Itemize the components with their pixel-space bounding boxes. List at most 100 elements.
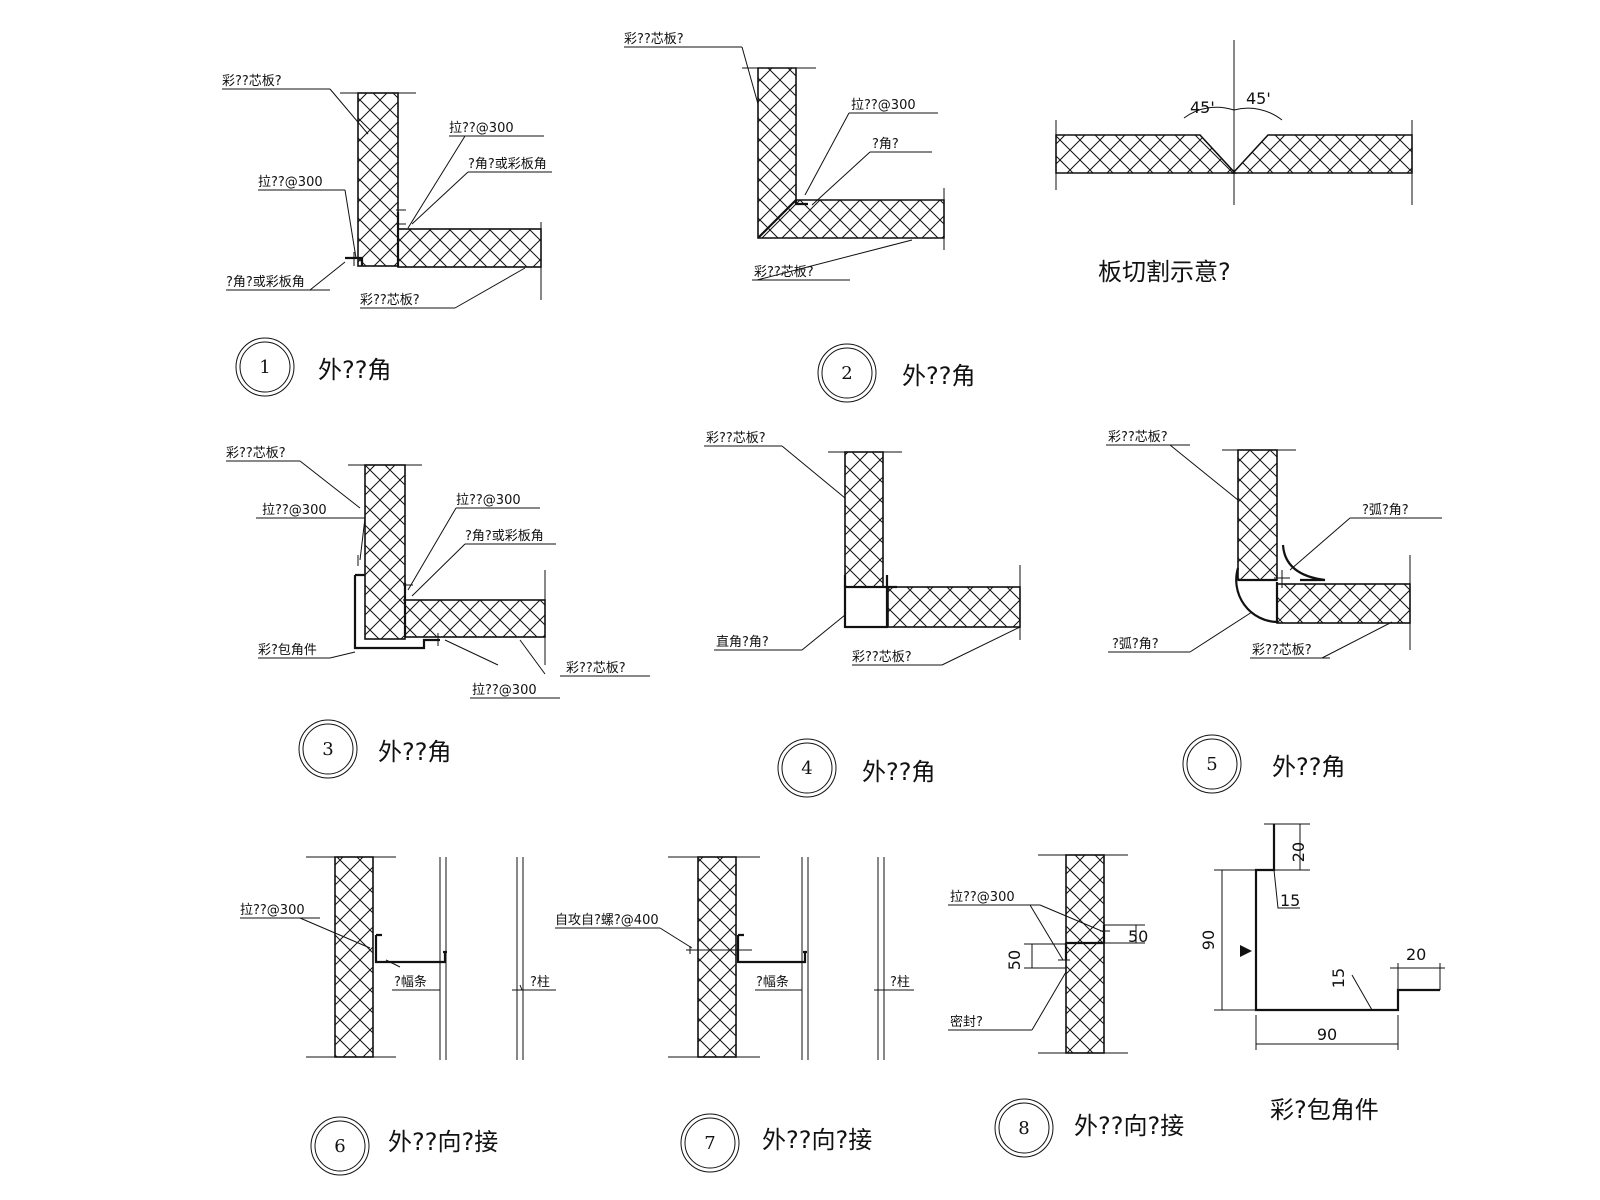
joint-flashing: [1064, 925, 1106, 960]
board-cut-diagram: 45' 45' 板切割示意?: [1055, 40, 1413, 286]
leaders: [781, 445, 1021, 666]
detail-7: 自攻自?螺?@400 ?幅条 ?柱 7 外??向?接: [555, 856, 914, 1173]
detail-number: 5: [1206, 754, 1217, 775]
label-color-steel-core-board: 彩??芯板?: [852, 650, 912, 665]
break-lines: [348, 464, 546, 665]
label-tie-bolt: 拉??@300: [240, 903, 305, 918]
detail-number: 1: [259, 357, 270, 378]
vertical-sandwich-panel: [844, 451, 884, 588]
detail-1: 彩??芯板? 拉??@300 ?角?或彩板角 拉??@300 ?角?或彩板角 彩…: [222, 74, 552, 397]
label-c-purlin: ?幅条: [756, 974, 789, 990]
bolts: [353, 209, 406, 266]
label-underlines: [226, 460, 650, 699]
label-tie-bolt: 拉??@300: [449, 121, 514, 136]
label-sealant: 密封?: [950, 1014, 983, 1030]
label-underlines: [624, 46, 938, 281]
label-tie-bolt: 拉??@300: [950, 890, 1015, 905]
label-arc-corner: ?弧?角?: [1362, 503, 1409, 518]
leaders: [299, 460, 546, 675]
vertical-sandwich-panel: [1237, 449, 1278, 581]
label-corner: ?角?或彩板角: [465, 529, 544, 544]
detail-2: 彩??芯板? 拉??@300 ?角? 彩??芯板? 2 外??角: [624, 32, 975, 403]
weld-mark-icon: [1240, 945, 1252, 957]
label-color-steel-core-board: 彩??芯板?: [1252, 643, 1312, 658]
label-color-steel-core-board: 彩??芯板?: [226, 446, 286, 461]
label-color-steel-core-board: 彩??芯板?: [706, 431, 766, 446]
upper-sandwich-panel: [1065, 854, 1105, 944]
detail-marker: [1182, 734, 1242, 794]
leaders: [659, 927, 693, 949]
corner-trims: [345, 212, 400, 267]
dim-lips: [1273, 869, 1373, 1011]
leaders: [1169, 444, 1393, 659]
label-color-steel-core-board: 彩??芯板?: [222, 74, 282, 89]
label-c-purlin: ?幅条: [394, 974, 427, 990]
dim-top: [1264, 823, 1310, 871]
detail-8: 拉??@300 密封? 50 50 8 外??向?接: [948, 854, 1184, 1158]
detail-title: 外??向?接: [388, 1128, 498, 1156]
detail-marker: [817, 343, 877, 403]
column-lines: [801, 857, 885, 1060]
detail-title: 外??角: [862, 758, 935, 786]
angle-arc: [1183, 106, 1283, 121]
break-lines: [742, 67, 945, 250]
corner-cut: [757, 199, 808, 239]
detail-marker: [298, 719, 358, 779]
label-tie-bolt: 拉??@300: [258, 175, 323, 190]
wrap-corner-profile: [1254, 824, 1440, 1012]
label-underlines: [1106, 444, 1442, 659]
horizontal-sandwich-panel: [404, 599, 546, 638]
detail-4: 彩??芯板? 直角?角? 彩??芯板? 4 外??角: [704, 431, 1021, 798]
break-lines: [668, 856, 760, 1058]
leaders: [1029, 904, 1105, 1031]
board-cut-title: 板切割示意?: [1098, 258, 1231, 286]
dimension-50-upper: 50: [1128, 927, 1148, 946]
detail-title: 外??向?接: [762, 1126, 872, 1154]
label-color-steel-core-board: 彩??芯板?: [754, 265, 814, 280]
c-purlin: [374, 933, 447, 964]
vertical-sandwich-panel: [357, 92, 399, 267]
leaders: [309, 88, 526, 309]
dimension-50-lower: 50: [1005, 950, 1024, 970]
bolts: [357, 555, 439, 646]
break-lines: [1222, 449, 1411, 650]
bolt: [1274, 570, 1290, 588]
left-cut-panel: [1055, 134, 1237, 174]
detail-number: 8: [1018, 1118, 1029, 1139]
label-self-tapping-screw: 自攻自?螺?@400: [555, 913, 659, 928]
outer-arc-corner: [1235, 567, 1279, 624]
label-tie-bolt: 拉??@300: [472, 683, 537, 698]
dim-right: [1390, 963, 1445, 990]
label-tie-bolt: 拉??@300: [851, 98, 916, 113]
detail-number: 2: [841, 363, 852, 384]
inner-arc-corner: [1281, 544, 1326, 582]
dim-height-text: 90: [1199, 930, 1218, 950]
centerline: [1055, 40, 1413, 205]
detail-title: 外??向?接: [1074, 1112, 1184, 1140]
label-corner: ?角?或彩板角: [226, 275, 305, 290]
horizontal-sandwich-panel: [1276, 583, 1411, 624]
detail-3: 彩??芯板? 拉??@300 ?角?或彩板角 拉??@300 彩?包角件 彩??…: [226, 446, 650, 779]
detail-title: 外??角: [378, 738, 451, 766]
lower-sandwich-panel: [1065, 942, 1105, 1054]
detail-number: 7: [704, 1133, 715, 1154]
dim-height: [1214, 869, 1256, 1011]
break-lines: [1038, 854, 1128, 1054]
detail-title: 外??角: [1272, 753, 1345, 781]
label-underlines: [222, 88, 552, 309]
horizontal-sandwich-panel: [887, 586, 1021, 628]
label-color-steel-core-board: 彩??芯板?: [360, 293, 420, 308]
vertical-sandwich-panel: [364, 464, 406, 640]
label-underlines: [704, 445, 942, 666]
column-lines: [439, 857, 524, 1060]
detail-marker: [680, 1113, 740, 1173]
right-angle-corner-box: [843, 585, 889, 629]
dimension-lines: [1024, 924, 1145, 969]
horizontal-sandwich-panel: [397, 228, 542, 268]
detail-6: 拉??@300 ?幅条 ?柱 6 外??向?接: [240, 856, 556, 1176]
detail-title: 外??角: [902, 362, 975, 390]
label-column: ?柱: [890, 975, 910, 990]
vertical-sandwich-panel: [697, 856, 737, 1058]
dim-width: [1255, 1015, 1399, 1050]
